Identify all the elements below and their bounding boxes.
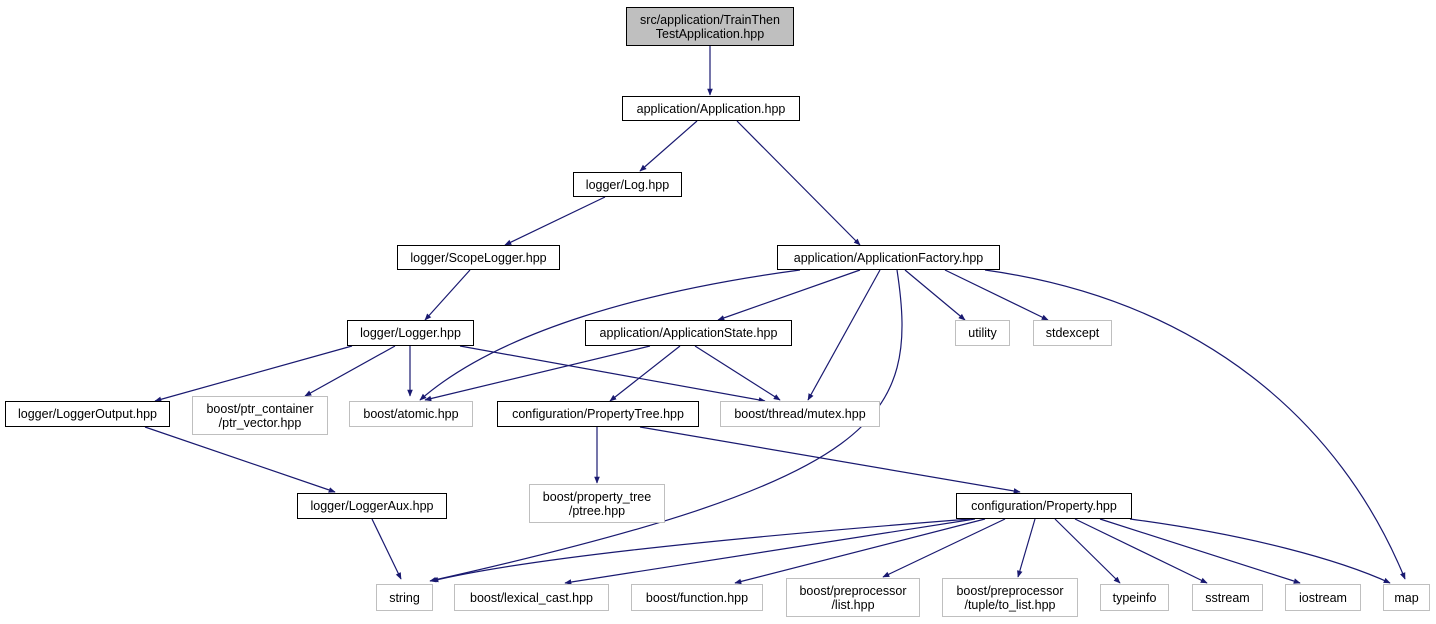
node-preprocessor-to-list: boost/preprocessor /tuple/to_list.hpp — [942, 578, 1078, 617]
node-application-state[interactable]: application/ApplicationState.hpp — [585, 320, 792, 346]
node-logger-aux[interactable]: logger/LoggerAux.hpp — [297, 493, 447, 519]
edge-property-map — [1129, 518, 1391, 584]
node-logger-output[interactable]: logger/LoggerOutput.hpp — [5, 401, 170, 427]
node-boost-atomic: boost/atomic.hpp — [349, 401, 473, 427]
edge-property-pplist — [882, 518, 1006, 578]
node-lexical-cast: boost/lexical_cast.hpp — [454, 584, 609, 611]
node-preprocessor-list: boost/preprocessor /list.hpp — [786, 578, 920, 617]
edge-factory-utility — [904, 269, 966, 321]
node-iostream: iostream — [1285, 584, 1361, 611]
node-map: map — [1383, 584, 1430, 611]
edge-proptree-property — [639, 426, 1021, 494]
edge-application-factory — [736, 120, 861, 246]
node-log[interactable]: logger/Log.hpp — [573, 172, 682, 197]
node-scope-logger[interactable]: logger/ScopeLogger.hpp — [397, 245, 560, 270]
node-boost-mutex: boost/thread/mutex.hpp — [720, 401, 880, 427]
edge-factory-map — [984, 269, 1406, 580]
edge-log-scopelogger — [504, 196, 606, 246]
edge-property-function — [734, 518, 986, 585]
edge-property-sstream — [1074, 518, 1208, 584]
edge-property-pptolist — [1017, 518, 1036, 578]
edge-application-log — [639, 120, 698, 172]
node-utility: utility — [955, 320, 1010, 346]
edge-appstate-proptree — [609, 345, 681, 402]
node-property-tree[interactable]: configuration/PropertyTree.hpp — [497, 401, 699, 427]
node-logger[interactable]: logger/Logger.hpp — [347, 320, 474, 346]
node-application[interactable]: application/Application.hpp — [622, 96, 800, 121]
edge-appstate-atomic — [424, 345, 651, 402]
edge-factory-string — [429, 269, 903, 583]
edge-logger-ptrvector — [304, 345, 396, 397]
node-string: string — [376, 584, 433, 611]
node-stdexcept: stdexcept — [1033, 320, 1112, 346]
node-sstream: sstream — [1192, 584, 1263, 611]
edge-loggeroutput-loggeraux — [144, 426, 336, 493]
edge-property-iostream — [1099, 518, 1301, 584]
edge-property-string — [431, 518, 971, 583]
node-boost-function: boost/function.hpp — [631, 584, 763, 611]
node-property[interactable]: configuration/Property.hpp — [956, 493, 1132, 519]
node-property-tree-ptree: boost/property_tree /ptree.hpp — [529, 484, 665, 523]
node-typeinfo: typeinfo — [1100, 584, 1169, 611]
edge-appstate-mutex — [694, 345, 781, 401]
edge-loggeraux-string — [371, 518, 402, 580]
edge-logger-loggeroutput — [154, 345, 353, 403]
node-root-header: src/application/TrainThen TestApplicatio… — [626, 7, 794, 46]
edge-factory-mutex — [807, 269, 881, 401]
edge-factory-atomic — [419, 269, 801, 401]
node-ptr-vector: boost/ptr_container /ptr_vector.hpp — [192, 396, 328, 435]
edge-property-typeinfo — [1054, 518, 1121, 584]
edge-factory-stdexcept — [944, 269, 1049, 321]
edge-property-lexical — [564, 518, 976, 585]
node-application-factory[interactable]: application/ApplicationFactory.hpp — [777, 245, 1000, 270]
edge-scopelogger-logger — [424, 269, 471, 321]
edge-factory-appstate — [717, 269, 861, 321]
edge-logger-mutex — [459, 345, 766, 403]
